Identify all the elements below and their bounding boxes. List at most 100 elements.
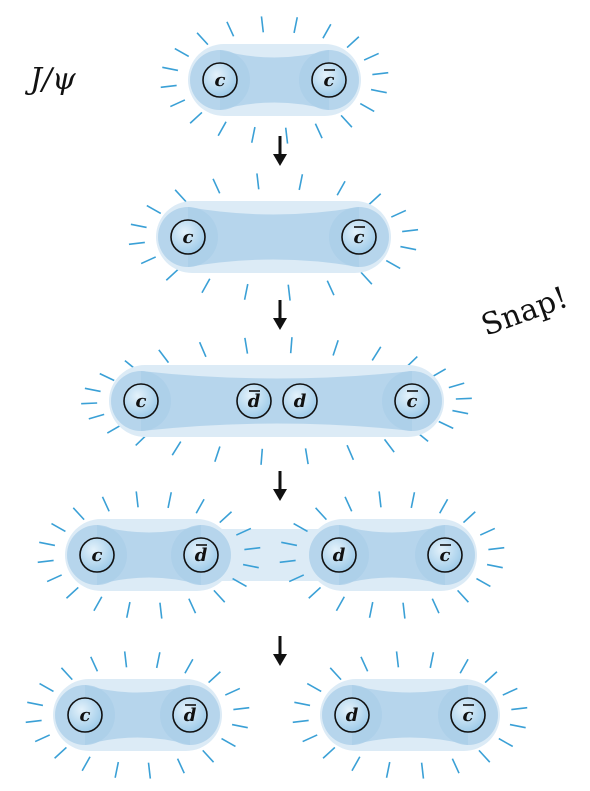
quark-label: c: [324, 70, 335, 91]
field-line-icon: [281, 541, 298, 547]
quark-label: c: [80, 705, 91, 726]
anti-d-quark: d: [183, 537, 219, 573]
c-quark: c: [79, 537, 115, 573]
field-line-icon: [304, 448, 309, 465]
anti-c-quark: c: [450, 697, 486, 733]
field-line-icon: [72, 507, 85, 521]
quark-label: d: [195, 545, 208, 566]
field-line-icon: [484, 671, 498, 684]
field-line-icon: [294, 701, 311, 707]
field-line-icon: [402, 602, 406, 619]
field-line-icon: [114, 761, 120, 778]
field-line-icon: [162, 66, 179, 72]
field-line-icon: [378, 491, 382, 508]
quark-label: c: [183, 227, 194, 248]
field-line-icon: [147, 762, 152, 779]
field-line-icon: [395, 651, 400, 668]
field-line-icon: [383, 438, 395, 453]
field-line-icon: [196, 32, 209, 46]
field-line-icon: [509, 723, 526, 729]
field-line-icon: [174, 47, 190, 58]
field-line-icon: [135, 491, 139, 508]
field-line-icon: [25, 719, 42, 724]
field-line-icon: [159, 602, 163, 619]
quark-circle: [282, 383, 318, 419]
field-line-icon: [217, 121, 227, 137]
field-line-icon: [344, 496, 353, 512]
field-line-icon: [212, 178, 221, 194]
field-line-icon: [231, 723, 248, 729]
field-line-icon: [171, 441, 182, 456]
field-line-icon: [368, 601, 374, 618]
field-line-icon: [502, 687, 518, 696]
field-line-icon: [439, 498, 449, 514]
field-line-icon: [288, 574, 305, 583]
quark-circle: [123, 383, 159, 419]
quark-circle: [341, 219, 377, 255]
quark-circle: [427, 537, 463, 573]
field-line-icon: [293, 522, 308, 533]
field-line-icon: [34, 734, 51, 743]
field-line-icon: [314, 123, 323, 139]
field-line-icon: [99, 372, 115, 382]
field-line-icon: [385, 259, 401, 270]
quark-label: c: [463, 705, 474, 726]
anti-c-quark: c: [311, 62, 347, 98]
field-line-icon: [478, 749, 491, 763]
field-line-icon: [140, 256, 157, 265]
quark-circle: [79, 537, 115, 573]
field-line-icon: [174, 189, 187, 203]
quark-label: c: [440, 545, 451, 566]
down-arrow-icon: [273, 300, 287, 330]
field-line-icon: [260, 448, 264, 465]
field-line-icon: [298, 174, 304, 191]
field-line-icon: [438, 420, 454, 430]
field-line-icon: [243, 283, 249, 300]
quark-label: c: [354, 227, 365, 248]
quark-label: c: [407, 391, 418, 412]
quark-circle: [183, 537, 219, 573]
field-line-icon: [188, 598, 197, 614]
field-line-icon: [165, 268, 179, 281]
field-line-icon: [346, 444, 355, 461]
field-line-icon: [39, 682, 54, 693]
field-line-icon: [351, 756, 361, 772]
field-line-icon: [65, 586, 79, 599]
field-line-icon: [431, 598, 440, 614]
field-line-icon: [93, 596, 103, 612]
flux-tube-core: [352, 685, 468, 745]
quark-circle: [202, 62, 238, 98]
field-line-icon: [498, 737, 514, 748]
quark-circle: [334, 697, 370, 733]
field-line-icon: [123, 651, 128, 668]
field-line-icon: [242, 563, 259, 569]
flux-tube-core: [97, 525, 201, 585]
quark-circle: [321, 537, 357, 573]
field-line-icon: [46, 574, 63, 583]
field-line-icon: [260, 16, 265, 33]
anti-d-quark: d: [172, 697, 208, 733]
c-quark: c: [170, 219, 206, 255]
field-line-icon: [371, 346, 382, 361]
field-line-icon: [106, 424, 122, 434]
field-line-icon: [224, 687, 241, 696]
field-line-icon: [431, 368, 447, 378]
field-line-icon: [88, 413, 105, 420]
field-line-icon: [420, 762, 425, 779]
field-line-icon: [456, 589, 469, 603]
field-line-icon: [232, 577, 247, 588]
quark-circle: [236, 383, 272, 419]
quark-label: d: [333, 545, 346, 566]
field-line-icon: [448, 382, 465, 389]
field-line-icon: [146, 204, 162, 215]
field-line-icon: [322, 23, 332, 39]
field-line-icon: [429, 652, 435, 669]
field-line-icon: [101, 496, 110, 512]
field-line-icon: [370, 88, 387, 94]
field-line-icon: [37, 559, 54, 564]
field-line-icon: [160, 84, 177, 89]
field-line-icon: [287, 284, 291, 301]
